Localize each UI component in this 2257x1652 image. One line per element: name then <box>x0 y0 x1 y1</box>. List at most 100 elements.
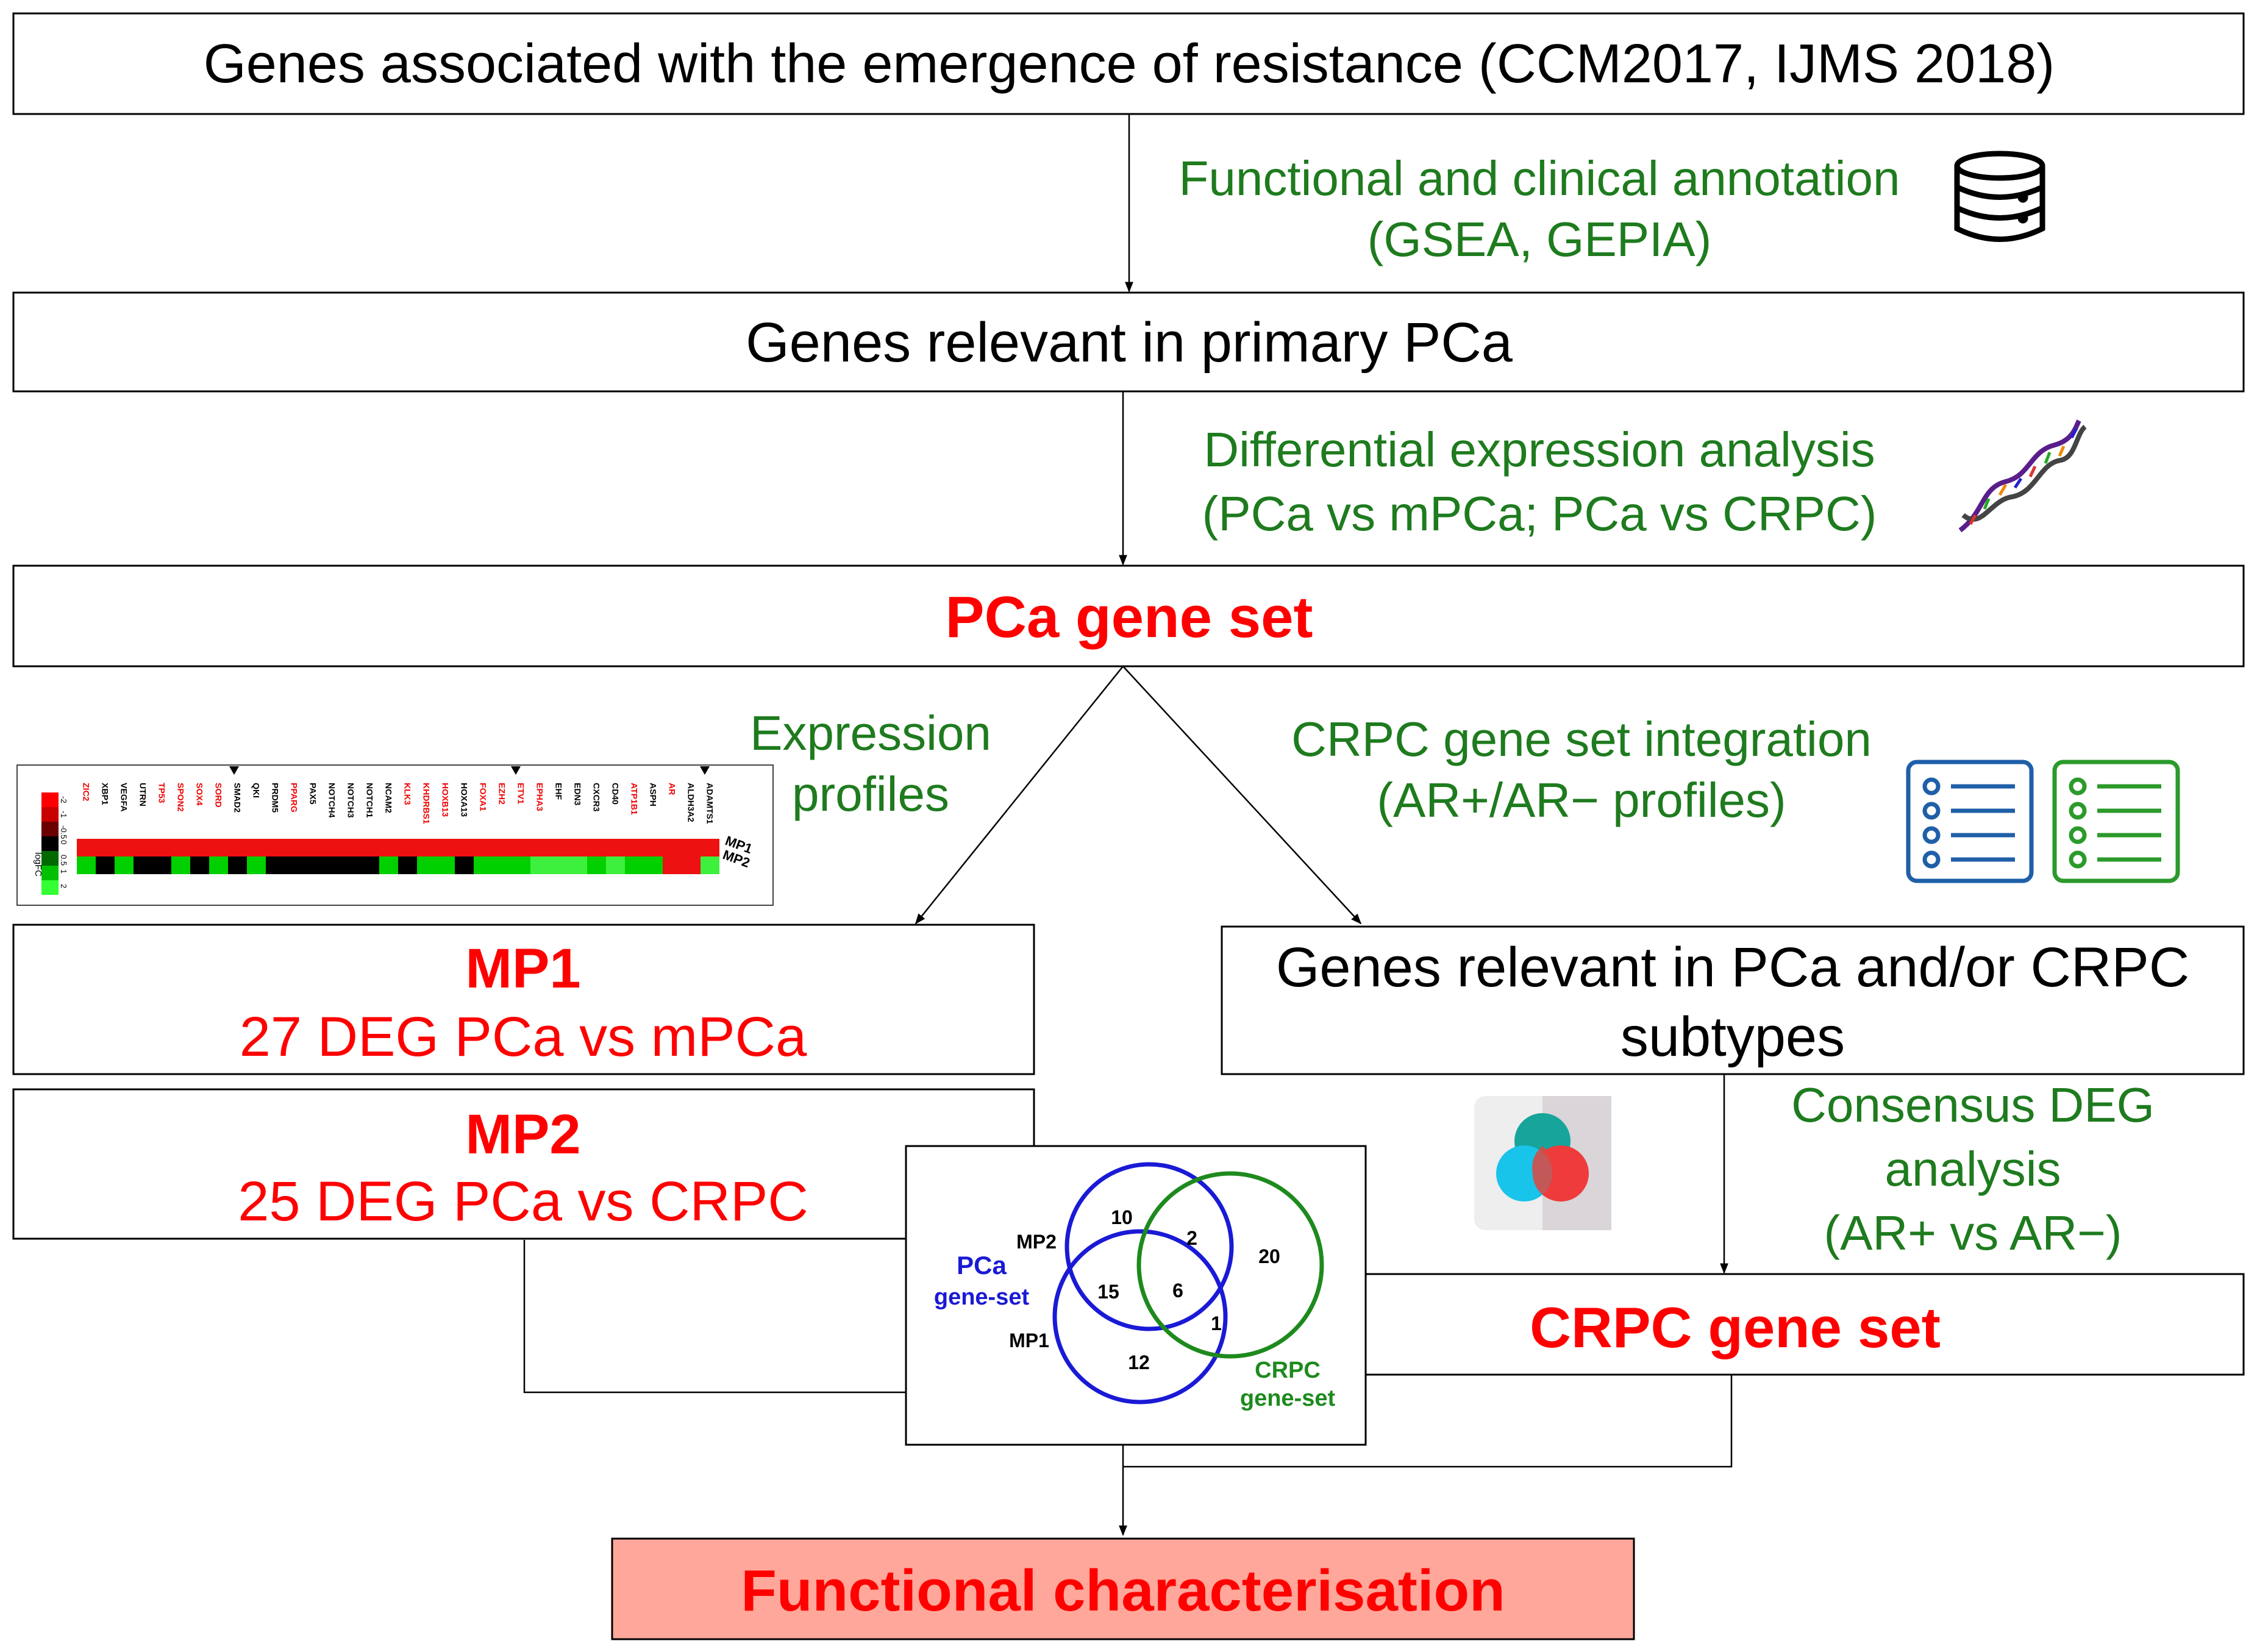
heatmap-cell-mp2 <box>77 856 96 874</box>
heatmap-cell-mp1 <box>701 839 719 856</box>
heatmap-cell-mp2 <box>285 856 304 874</box>
heatmap-gene-label: EDN3 <box>573 783 583 806</box>
venn-circle-crpc <box>1136 1171 1324 1359</box>
venn-circle-mp2 <box>1064 1162 1234 1331</box>
heatmap-gene-label: PRDM5 <box>271 783 280 813</box>
heatmap-cell-mp2 <box>134 856 152 874</box>
heatmap-cell-mp1 <box>77 839 96 856</box>
venn-count-mp1-only: 12 <box>1128 1351 1150 1373</box>
heatmap-cell-mp1 <box>568 839 587 856</box>
heatmap-cell-mp2 <box>152 856 171 874</box>
heatmap-gene-label: ATP1B1 <box>630 783 640 815</box>
heatmap-gene-label: NOTCH4 <box>327 783 337 818</box>
heatmap-gene-label: EHF <box>554 783 564 800</box>
heatmap-cell-mp1 <box>606 839 625 856</box>
heatmap-gene-label: FOXA1 <box>479 783 488 811</box>
heatmap-cell-mp2 <box>474 856 493 874</box>
heatmap-cell-mp2 <box>701 856 719 874</box>
heatmap-cell-mp2 <box>115 856 134 874</box>
heatmap-cell-mp1 <box>436 839 455 856</box>
box-functional-characterisation: Functional characterisation <box>611 1537 1635 1640</box>
green-checklist-icon <box>2052 760 2180 883</box>
heatmap-legend-tick: 1 <box>59 869 68 874</box>
consensus-label-1: Consensus DEG <box>1791 1078 2155 1132</box>
heatmap-cell-mp1 <box>512 839 530 856</box>
heatmap-cell-mp2 <box>266 856 285 874</box>
mp2-title: MP2 <box>465 1103 580 1166</box>
heatmap-legend-swatch <box>41 792 59 807</box>
venn-count-mp1-crpc: 1 <box>1211 1312 1222 1334</box>
heatmap-cell-mp2 <box>379 856 398 874</box>
venn-pca-label-1: PCa <box>957 1251 1007 1280</box>
heatmap-cell-mp1 <box>304 839 323 856</box>
venn-app-icon <box>1474 1096 1611 1230</box>
heatmap-cell-mp2 <box>455 856 474 874</box>
arrow-pcaset-to-mp1 <box>915 666 1124 925</box>
venn-diagram: PCa gene-set CRPC gene-set MP2 MP1 10 2 … <box>905 1145 1367 1446</box>
heatmap-gene-label: QKI <box>252 783 262 798</box>
venn-count-mp1-mp2: 15 <box>1097 1281 1119 1303</box>
heatmap-cell-mp1 <box>682 839 701 856</box>
heatmap-cell-mp2 <box>323 856 341 874</box>
heatmap-cell-mp2 <box>341 856 360 874</box>
heatmap-gene-label: EPHA3 <box>535 783 545 811</box>
heatmap-cell-mp1 <box>171 839 190 856</box>
heatmap-legend-swatch <box>41 807 59 822</box>
heatmap-legend-swatch <box>41 880 59 895</box>
box-crpc-gene-set: CRPC gene set <box>1364 1273 2245 1376</box>
venn-count-mp2-crpc: 2 <box>1186 1227 1197 1249</box>
mp2-subtitle: 25 DEG PCa vs CRPC <box>238 1170 808 1233</box>
crpc-relevant-line1: Genes relevant in PCa and/or CRPC <box>1276 936 2189 999</box>
box-primary-genes: Genes relevant in primary PCa <box>12 291 2245 393</box>
heatmap-gene-label: XBP1 <box>101 783 110 805</box>
heatmap-gene-label: ETV1 <box>516 783 526 804</box>
heatmap-legend-tick: -2 <box>59 796 68 803</box>
heatmap-cell-mp2 <box>493 856 512 874</box>
venn-circle-mp1 <box>1052 1229 1228 1405</box>
crpc-integration-label-2: (AR+/AR− profiles) <box>1377 773 1786 827</box>
venn-crpc-label-1: CRPC <box>1255 1358 1321 1383</box>
heatmap-cell-mp1 <box>323 839 341 856</box>
heatmap-gene-label: KLK3 <box>403 783 413 805</box>
consensus-label-2: analysis <box>1884 1142 2061 1196</box>
heatmap-cell-mp1 <box>266 839 285 856</box>
box-pca-gene-set-text: PCa gene set <box>946 585 1313 650</box>
heatmap-gene-label: HOXB13 <box>441 783 451 817</box>
heatmap-gene-label: PAX5 <box>308 783 318 805</box>
heatmap-cell-mp2 <box>247 856 266 874</box>
consensus-label-3: (AR+ vs AR−) <box>1824 1206 2122 1260</box>
heatmap-cell-mp2 <box>512 856 530 874</box>
box-primary-genes-text: Genes relevant in primary PCa <box>746 312 1513 374</box>
heatmap-legend-swatch <box>41 851 59 866</box>
heatmap-cell-mp1 <box>493 839 512 856</box>
heatmap-cell-mp2 <box>625 856 644 874</box>
venn-pca-label-2: gene-set <box>934 1284 1030 1310</box>
heatmap-gene-label: ZIC2 <box>82 783 91 802</box>
box-pca-gene-set: PCa gene set <box>12 564 2245 668</box>
crpc-gene-set-text: CRPC gene set <box>1530 1295 1941 1359</box>
venn-count-mp2-only: 10 <box>1111 1206 1133 1228</box>
expression-profiles-label-1: Expression <box>750 706 991 760</box>
heatmap-gene-label: SOX4 <box>195 783 205 806</box>
annotation-label-2: (GSEA, GEPIA) <box>1367 212 1712 266</box>
heatmap-cell-mp1 <box>455 839 474 856</box>
crpc-integration-label-1: CRPC gene set integration <box>1291 712 1872 766</box>
heatmap-legend-swatch <box>41 822 59 836</box>
heatmap-cell-mp1 <box>228 839 247 856</box>
heatmap-legend-tick: 0.5 <box>59 855 68 866</box>
heatmap-gene-label: NOTCH3 <box>346 783 356 818</box>
heatmap-cell-mp1 <box>474 839 493 856</box>
diffexp-label-2: (PCa vs mPCa; PCa vs CRPC) <box>1202 486 1877 541</box>
connector-crpcset-down <box>1123 1375 1733 1468</box>
heatmap-cell-mp2 <box>96 856 115 874</box>
heatmap-gene-label: TP53 <box>157 783 167 803</box>
functional-characterisation-text: Functional characterisation <box>741 1558 1505 1623</box>
heatmap-gene-label: EZH2 <box>497 783 507 805</box>
venn-count-crpc-only: 20 <box>1258 1245 1280 1267</box>
heatmap-cell-mp1 <box>190 839 209 856</box>
heatmap-legend-tick: 2 <box>59 884 68 888</box>
heatmap-cell-mp1 <box>549 839 568 856</box>
heatmap-legend-swatch <box>41 866 59 880</box>
heatmap-cell-mp1 <box>285 839 304 856</box>
